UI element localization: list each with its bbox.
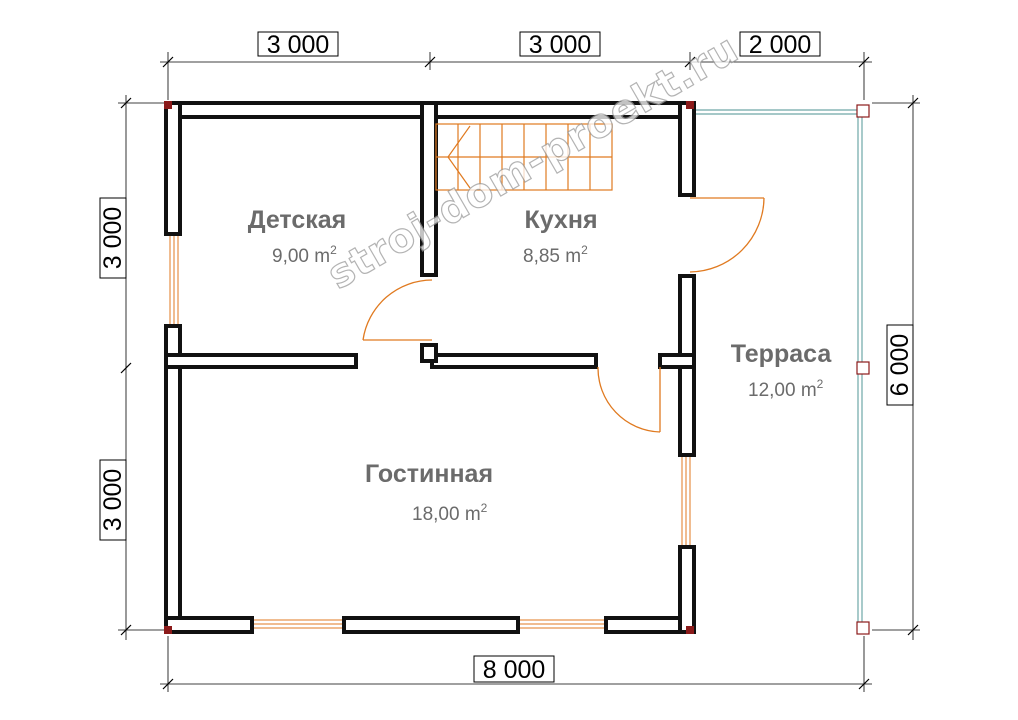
room-name-living: Гостинная bbox=[365, 460, 493, 488]
dim-left-1: 3 000 bbox=[99, 207, 127, 270]
doors bbox=[362, 197, 765, 433]
dim-top-2: 3 000 bbox=[529, 31, 592, 59]
dim-right: 6 000 bbox=[886, 334, 914, 397]
dim-bottom: 8 000 bbox=[483, 656, 546, 684]
room-area-kids: 9,00 m2 bbox=[272, 243, 337, 267]
dim-left-2: 3 000 bbox=[99, 469, 127, 532]
room-name-kids: Детская bbox=[248, 206, 347, 234]
walls bbox=[164, 101, 696, 634]
terrace-railing bbox=[690, 104, 870, 635]
room-labels: Детская 9,00 m2 Кухня 8,85 m2 Терраса 12… bbox=[248, 206, 833, 525]
room-area-living: 18,00 m2 bbox=[412, 501, 488, 525]
dim-top-3: 2 000 bbox=[749, 31, 812, 59]
room-name-terrace: Терраса bbox=[731, 340, 833, 368]
dim-top-1: 3 000 bbox=[267, 31, 330, 59]
room-area-kitchen: 8,85 m2 bbox=[523, 243, 588, 267]
dimension-labels: 3 000 3 000 2 000 3 000 3 000 6 000 8 00… bbox=[99, 31, 914, 684]
room-area-terrace: 12,00 m2 bbox=[748, 377, 824, 401]
windows bbox=[169, 233, 691, 629]
staircase bbox=[435, 123, 613, 191]
dimension-lines bbox=[118, 52, 920, 692]
room-name-kitchen: Кухня bbox=[524, 206, 597, 234]
